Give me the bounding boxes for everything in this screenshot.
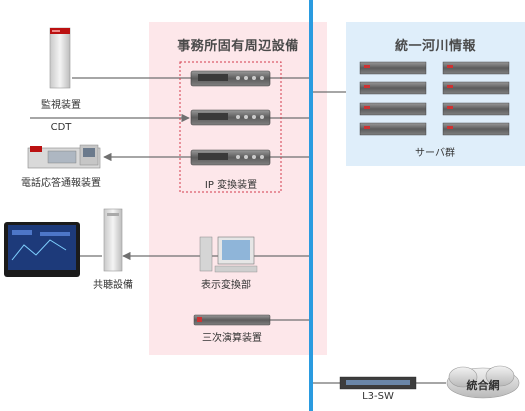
display-converter-label: 表示変換部 [201,280,251,291]
tertiary-compute-label: 三次演算装置 [202,333,262,344]
ip-converter-unit-1 [190,70,271,87]
cdt-label: CDT [50,122,72,133]
display-converter-pc-icon [199,236,258,273]
backbone-line [309,0,313,411]
l3sw-label: L3-SW [362,391,394,402]
office-region-title: 事務所固有周辺設備 [177,39,299,54]
ip-converter-unit-3 [190,149,271,166]
monitor-tower-icon [49,27,71,89]
server-group-label: サーバ群 [415,148,455,159]
ip-converter-unit-2 [190,109,271,126]
integrated-network-label: 統合網 [466,379,500,392]
phone-alert-device-icon [27,144,101,169]
ip-converter-group-box [179,61,282,193]
shared-equipment-tower-icon [103,208,123,272]
phone-alert-label: 電話応答通報装置 [21,178,101,189]
river-region-title: 統一河川情報 [394,39,476,54]
server-group-icon [359,61,510,136]
l3-switch-icon [339,376,417,390]
shared-equipment-label: 共聴設備 [93,280,133,291]
monitor-label: 監視装置 [41,100,81,111]
tv-monitor-icon [4,222,80,277]
integrated-network-cloud-icon [446,365,520,399]
ip-converter-label: IP 変換装置 [204,180,258,191]
tertiary-compute-unit-icon [193,314,271,326]
